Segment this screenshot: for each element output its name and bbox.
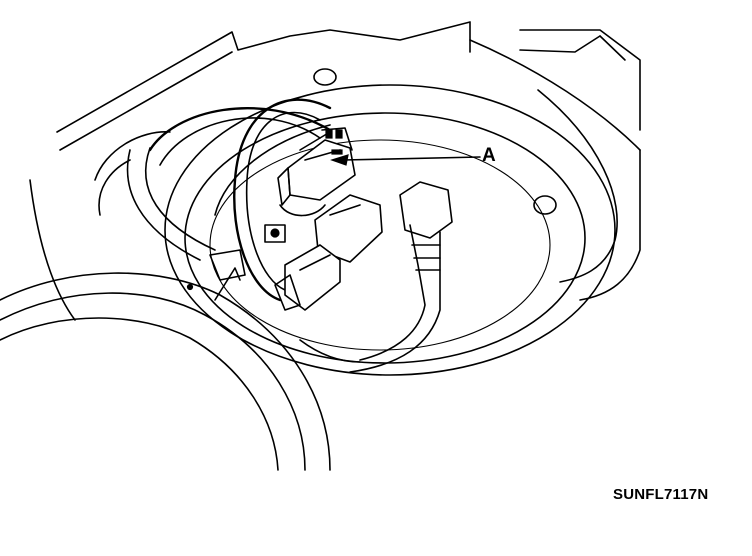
wiring-harness [126, 98, 332, 302]
connector-a [277, 127, 356, 217]
callout-leader [330, 154, 481, 166]
tank-cover [0, 267, 331, 471]
fuel-hose [299, 181, 453, 373]
panel-grommets [313, 68, 557, 215]
floor-panel [29, 21, 641, 321]
pump-connector [264, 194, 383, 311]
figure-code: SUNFL7117N [613, 486, 709, 503]
callout-label-a: A [482, 145, 496, 166]
